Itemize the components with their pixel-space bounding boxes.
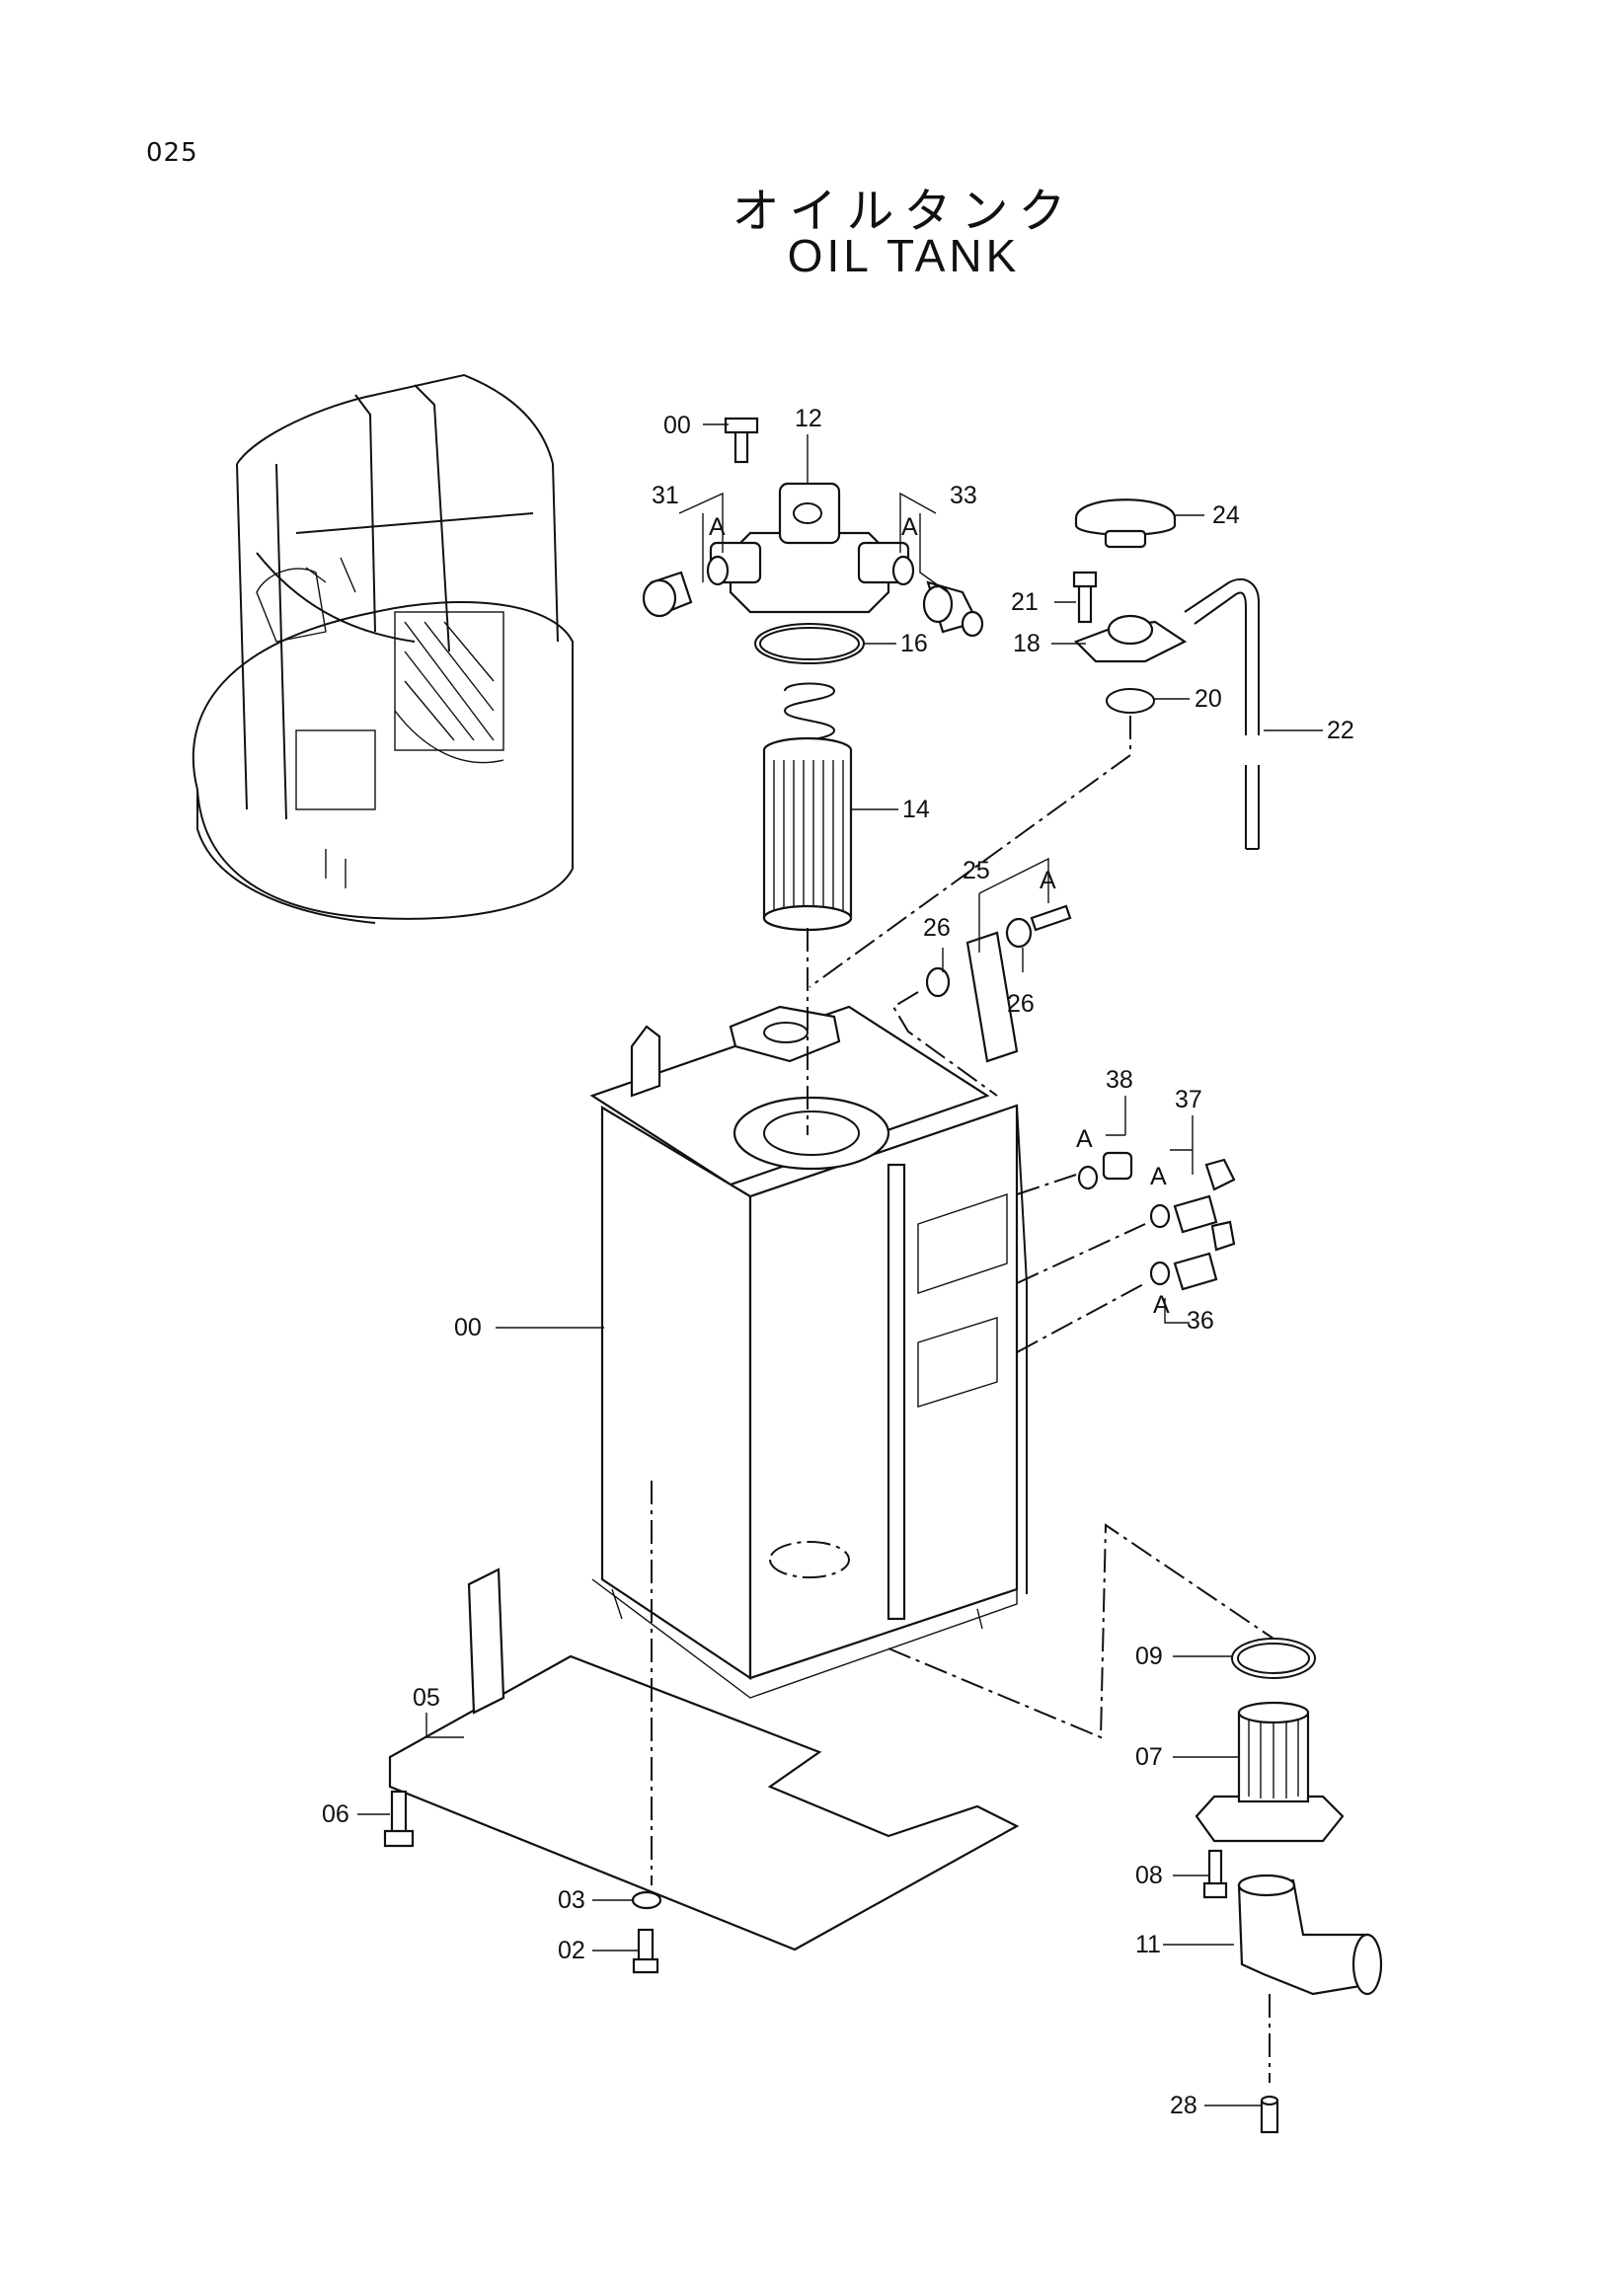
oil-tank-body bbox=[589, 1005, 1028, 1699]
base-plate-assembly bbox=[383, 1481, 1020, 1974]
breather-cap-assembly bbox=[1072, 498, 1260, 850]
excavator-overview-illustration bbox=[192, 373, 574, 924]
title-japanese: オイルタンク bbox=[732, 184, 1076, 239]
callout-26-left: 26 bbox=[923, 914, 951, 942]
option-mark-a: A bbox=[901, 513, 918, 541]
callout-07: 07 bbox=[1135, 1743, 1163, 1771]
callout-12: 12 bbox=[795, 405, 822, 432]
callout-11: 11 bbox=[1135, 1931, 1161, 1958]
callout-05: 05 bbox=[413, 1684, 440, 1712]
title-english: OIL TANK bbox=[787, 230, 1021, 281]
callout-14: 14 bbox=[902, 796, 930, 823]
callout-labels: 00 12 31 33 16 24 21 18 20 22 14 25 26 2… bbox=[322, 405, 1354, 2119]
callout-33: 33 bbox=[950, 482, 977, 509]
callout-09: 09 bbox=[1135, 1643, 1163, 1670]
centerlines bbox=[807, 716, 1274, 1739]
callout-28: 28 bbox=[1170, 2092, 1197, 2119]
callout-20: 20 bbox=[1195, 685, 1222, 713]
option-mark-a: A bbox=[1150, 1163, 1167, 1190]
callout-03: 03 bbox=[558, 1886, 585, 1914]
option-mark-a: A bbox=[1153, 1291, 1170, 1319]
option-mark-a: A bbox=[709, 513, 726, 541]
callout-31: 31 bbox=[652, 482, 679, 509]
filter-head-assembly bbox=[642, 417, 984, 771]
option-marks: A A A A A A bbox=[709, 513, 1170, 1319]
callout-24: 22 bbox=[1327, 717, 1354, 744]
callout-38: 38 bbox=[1106, 1066, 1133, 1094]
bracket-assembly bbox=[925, 904, 1072, 1063]
fittings-group bbox=[1077, 1151, 1236, 1291]
callout-06: 06 bbox=[322, 1800, 349, 1828]
callout-25: 25 bbox=[963, 857, 990, 884]
callout-22: 24 bbox=[1212, 501, 1240, 529]
leader-lines bbox=[357, 423, 1323, 2106]
callout-18: 18 bbox=[1013, 630, 1041, 657]
strainer-assembly bbox=[1195, 1638, 1383, 2134]
filter-element bbox=[762, 736, 853, 932]
option-mark-a: A bbox=[1040, 867, 1056, 894]
callout-36: 36 bbox=[1187, 1307, 1214, 1335]
option-mark-a: A bbox=[1076, 1125, 1093, 1153]
callout-00: 00 bbox=[454, 1314, 482, 1341]
callout-16: 16 bbox=[900, 630, 928, 657]
callout-08: 08 bbox=[1135, 1862, 1163, 1889]
callout-21: 21 bbox=[1011, 588, 1039, 616]
callout-02: 02 bbox=[558, 1937, 585, 1964]
callout-37: 37 bbox=[1175, 1086, 1202, 1113]
page-number: 025 bbox=[146, 138, 198, 168]
callout-26-right: 26 bbox=[1007, 990, 1035, 1018]
callout-15: 00 bbox=[663, 412, 691, 439]
